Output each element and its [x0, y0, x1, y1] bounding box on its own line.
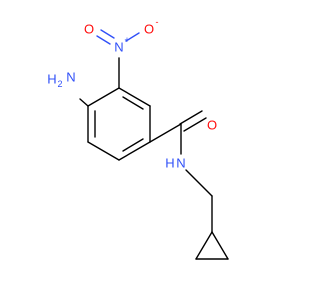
- cyclopropyl-ring: [195, 231, 229, 260]
- amide-n-label: N: [176, 156, 185, 171]
- nitro-single-bond: [125, 32, 140, 42]
- bond-ring-to-carbonyl: [149, 123, 182, 143]
- nitro-group: N + O O -: [84, 17, 159, 55]
- ring-double-bond-inner-1: [122, 96, 144, 110]
- bond-amide-n-to-ch2: [185, 169, 213, 197]
- nitro-o-charge: -: [156, 17, 159, 27]
- ring-bond-c6-c1: [87, 87, 120, 107]
- nitro-o-top-label: O: [84, 22, 94, 37]
- nitro-double-bond-b: [96, 35, 111, 45]
- amine-n-label: N: [66, 70, 75, 85]
- nitro-n-label: N: [114, 40, 123, 55]
- molecule-structure-drawing: H 2 N N + O O - O H N: [47, 17, 229, 260]
- carbonyl-double-bond-b: [183, 117, 207, 132]
- ring-double-bond-inner-2: [122, 138, 144, 152]
- cyclopropyl-bond-3: [211, 231, 229, 260]
- ring-bond-c3-c4: [118, 141, 151, 161]
- ring-bond-c4-c5: [87, 141, 120, 161]
- carbonyl-double-bond-a: [179, 110, 203, 125]
- nitro-double-bond-a: [100, 29, 115, 39]
- carbonyl-o-label: O: [207, 118, 217, 133]
- amide-h-label: H: [165, 156, 174, 171]
- ring-bond-c1-c2: [118, 87, 151, 107]
- bond-ring-to-amine: [79, 98, 89, 107]
- benzene-ring: [87, 87, 151, 161]
- cyclopropyl-bond-1: [195, 231, 213, 260]
- amine-group: H 2 N: [47, 70, 75, 90]
- nitro-o-right-label: O: [144, 22, 154, 37]
- amide-nh-group: H N: [165, 156, 185, 171]
- amine-h-label: H: [47, 72, 56, 87]
- amine-h-count: 2: [57, 79, 62, 89]
